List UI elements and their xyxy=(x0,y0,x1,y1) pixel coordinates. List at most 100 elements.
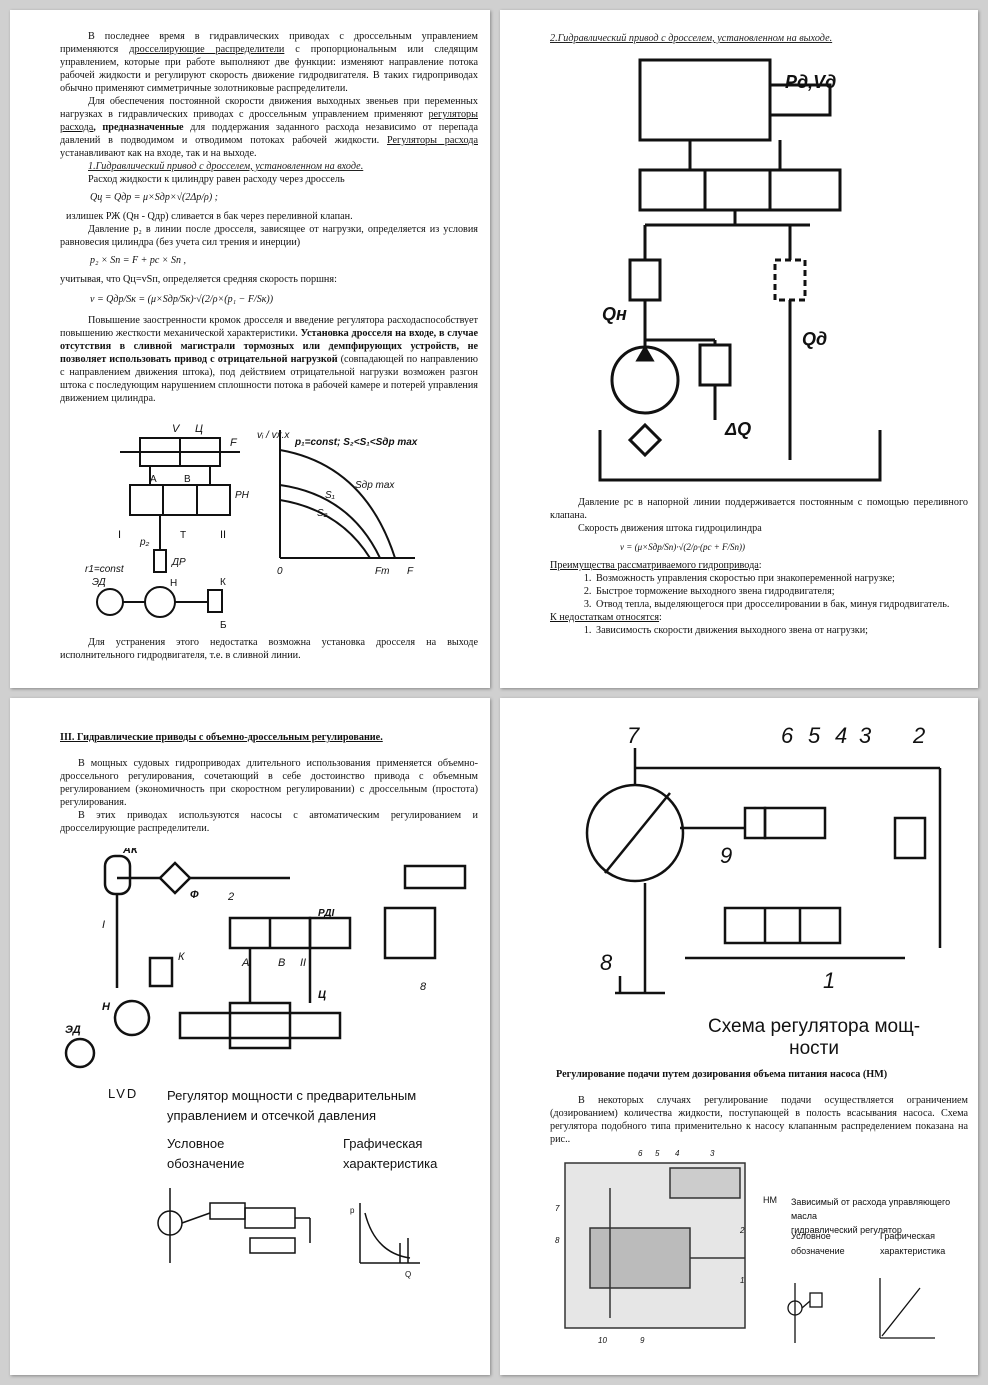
label-6: 6 xyxy=(781,723,794,748)
formula-equilibrium: p₂ × Sп = F + pс × Sп , xyxy=(90,255,187,266)
page2-heading-wrap: 2.Гидравлический привод с дросселем, уст… xyxy=(550,32,950,45)
pump-section-drawing: 6 5 4 3 7 8 2 1 10 9 xyxy=(555,1149,746,1345)
graph-origin: 0 xyxy=(277,566,283,577)
hydraulic-scheme-output-throttle: Pд,Vд Qн Qд ΔQ xyxy=(598,58,882,482)
label-a: А xyxy=(241,957,249,969)
label-k: К xyxy=(178,951,185,963)
list-item: Зависимость скорости движения выходного … xyxy=(594,624,968,637)
paragraph: Для обеспечения постоянной скорости движ… xyxy=(60,96,479,159)
label-5: 5 xyxy=(808,723,821,748)
label-6: 6 xyxy=(638,1149,643,1158)
label-i: I xyxy=(102,919,105,931)
list-item: Возможность управления скоростью при зна… xyxy=(594,572,968,585)
label-p2: p₂ xyxy=(139,537,150,548)
lvd-code: LVD xyxy=(108,1086,139,1101)
paragraph: В некоторых случаях регулирование подачи… xyxy=(550,1095,968,1145)
paragraph: учитывая, что Qц=vSп, определяется средн… xyxy=(60,274,337,285)
label-pd-vd: Pд,Vд xyxy=(785,72,836,92)
label-s2: S₂ xyxy=(317,508,328,519)
formula-velocity: v = Qдр/Sк = (μ×Sдр/Sк)·√(2/ρ×(p₁ − F/Sк… xyxy=(90,294,274,305)
formula-rod-speed: v = (μ×Sдр/Sп)·√(2/ρ·(pс + F/Sп)) xyxy=(620,542,746,552)
page4-text: Регулирование подачи путем дозирования о… xyxy=(550,1068,968,1146)
power-regulator-scheme: 7 6 5 4 3 2 9 8 1 xyxy=(585,723,942,995)
label-dr: ДР xyxy=(171,557,186,568)
advantages-list: Возможность управления скоростью при зна… xyxy=(550,572,968,611)
label-ii: II xyxy=(220,529,226,541)
label-8: 8 xyxy=(555,1236,560,1245)
label-1: 1 xyxy=(740,1276,744,1285)
volumetric-throttle-scheme: АК Ф 2 I К РДI А В II Н ЭД Ц 8 xyxy=(64,848,467,1069)
label-c: Ц xyxy=(195,423,203,435)
label-a: A xyxy=(150,474,157,485)
page2-text: Давление pс в напорной линии поддерживае… xyxy=(550,496,968,637)
label-5: 5 xyxy=(655,1149,660,1158)
label-10: 10 xyxy=(598,1336,607,1345)
label-s-max: Sдр max xyxy=(355,480,395,491)
list-item: Отвод тепла, выделяющегося при дросселир… xyxy=(594,598,968,611)
paragraph: излишек РЖ (Qн - Qдр) сливается в бак че… xyxy=(66,211,353,222)
underlined-term: регуляторы расхода xyxy=(60,109,478,133)
hydraulic-scheme-input-throttle: V Ц F A B PH I p₂ T II r1=const ДР Н ЭД … xyxy=(85,423,250,630)
graph-p-label: p xyxy=(350,1206,355,1215)
label-7: 7 xyxy=(627,723,640,748)
load-characteristic-graph: vᵢ / vx.x p₁=const; S₂<S₁<Sдр max Sдр ma… xyxy=(257,430,418,577)
label-b: В xyxy=(278,957,285,969)
label-b: B xyxy=(184,474,191,485)
paragraph: Скорость движения штока гидроцилиндра xyxy=(578,523,762,534)
label-qn: Qн xyxy=(602,304,627,324)
page1-text-bottom: Для устранения этого недостатка возможна… xyxy=(60,636,478,662)
underlined-term: Регуляторы расхода xyxy=(387,135,478,146)
document-page-3: III. Гидравлические приводы с объемно-др… xyxy=(10,698,490,1375)
label-f: Ф xyxy=(190,889,199,901)
page3-text: III. Гидравлические приводы с объемно-др… xyxy=(60,731,478,835)
advantages-title: Преимущества рассматриваемого гидроприво… xyxy=(550,560,759,571)
label-s1: S₁ xyxy=(325,490,335,501)
graph-ft: Fт xyxy=(375,566,389,577)
page1-text-top: В последнее время в гидравлических приво… xyxy=(60,30,478,405)
section-heading-hm: Регулирование подачи путем дозирования о… xyxy=(556,1069,888,1080)
label-k: К xyxy=(220,577,226,588)
scheme-caption: Схема регулятора мощ-ности xyxy=(708,1016,921,1059)
label-8: 8 xyxy=(600,950,613,975)
paragraph: В мощных судовых гидроприводах длительно… xyxy=(60,758,478,808)
label-r-const: r1=const xyxy=(85,564,125,575)
underlined-term: дросселирующие распределители xyxy=(129,44,285,55)
hm-symbol-and-graph xyxy=(787,1278,935,1343)
section-heading-1: 1.Гидравлический привод с дросселем, уст… xyxy=(88,161,364,172)
disadvantages-list: Зависимость скорости движения выходного … xyxy=(550,624,968,637)
label-2: 2 xyxy=(227,891,234,903)
label-i: I xyxy=(118,529,121,541)
hm-code: НМ xyxy=(763,1195,777,1205)
label-3: 3 xyxy=(710,1149,715,1158)
paragraph: В последнее время в гидравлических приво… xyxy=(60,31,478,94)
label-2: 2 xyxy=(739,1226,745,1235)
paragraph: Расход жидкости к цилиндру равен расходу… xyxy=(88,174,345,185)
document-page-4: 7 6 5 4 3 2 9 8 1 Схема регулятора мощ-н… xyxy=(500,698,978,1375)
label-4: 4 xyxy=(675,1149,680,1158)
label-c: Ц xyxy=(318,989,326,1001)
label-1: 1 xyxy=(823,968,835,993)
label-ak: АК xyxy=(122,848,139,856)
label-v: V xyxy=(172,423,181,435)
paragraph: Для устранения этого недостатка возможна… xyxy=(60,637,478,661)
label-b-tank: Б xyxy=(220,620,227,630)
graph-ylabel: vᵢ / vx.x xyxy=(257,430,290,441)
document-page-2: 2.Гидравлический привод с дросселем, уст… xyxy=(500,10,978,688)
label-2: 2 xyxy=(912,723,925,748)
label-pdi: РДI xyxy=(318,908,335,919)
label-4: 4 xyxy=(835,723,847,748)
label-ed: ЭД xyxy=(92,577,106,588)
label-t: T xyxy=(180,530,186,541)
formula-flow: Qц = Qдр = μ×Sдр×√(2Δp/ρ) ; xyxy=(90,192,218,203)
disadvantages-title: К недостаткам относятся xyxy=(550,612,660,623)
paragraph: В этих приводах используются насосы с ав… xyxy=(60,810,478,834)
section-heading-2: 2.Гидравлический привод с дросселем, уст… xyxy=(550,33,833,44)
paragraph: Давление pс в напорной линии поддерживае… xyxy=(550,497,968,521)
section-heading-3: III. Гидравлические приводы с объемно-др… xyxy=(60,732,383,743)
label-7: 7 xyxy=(555,1204,560,1213)
